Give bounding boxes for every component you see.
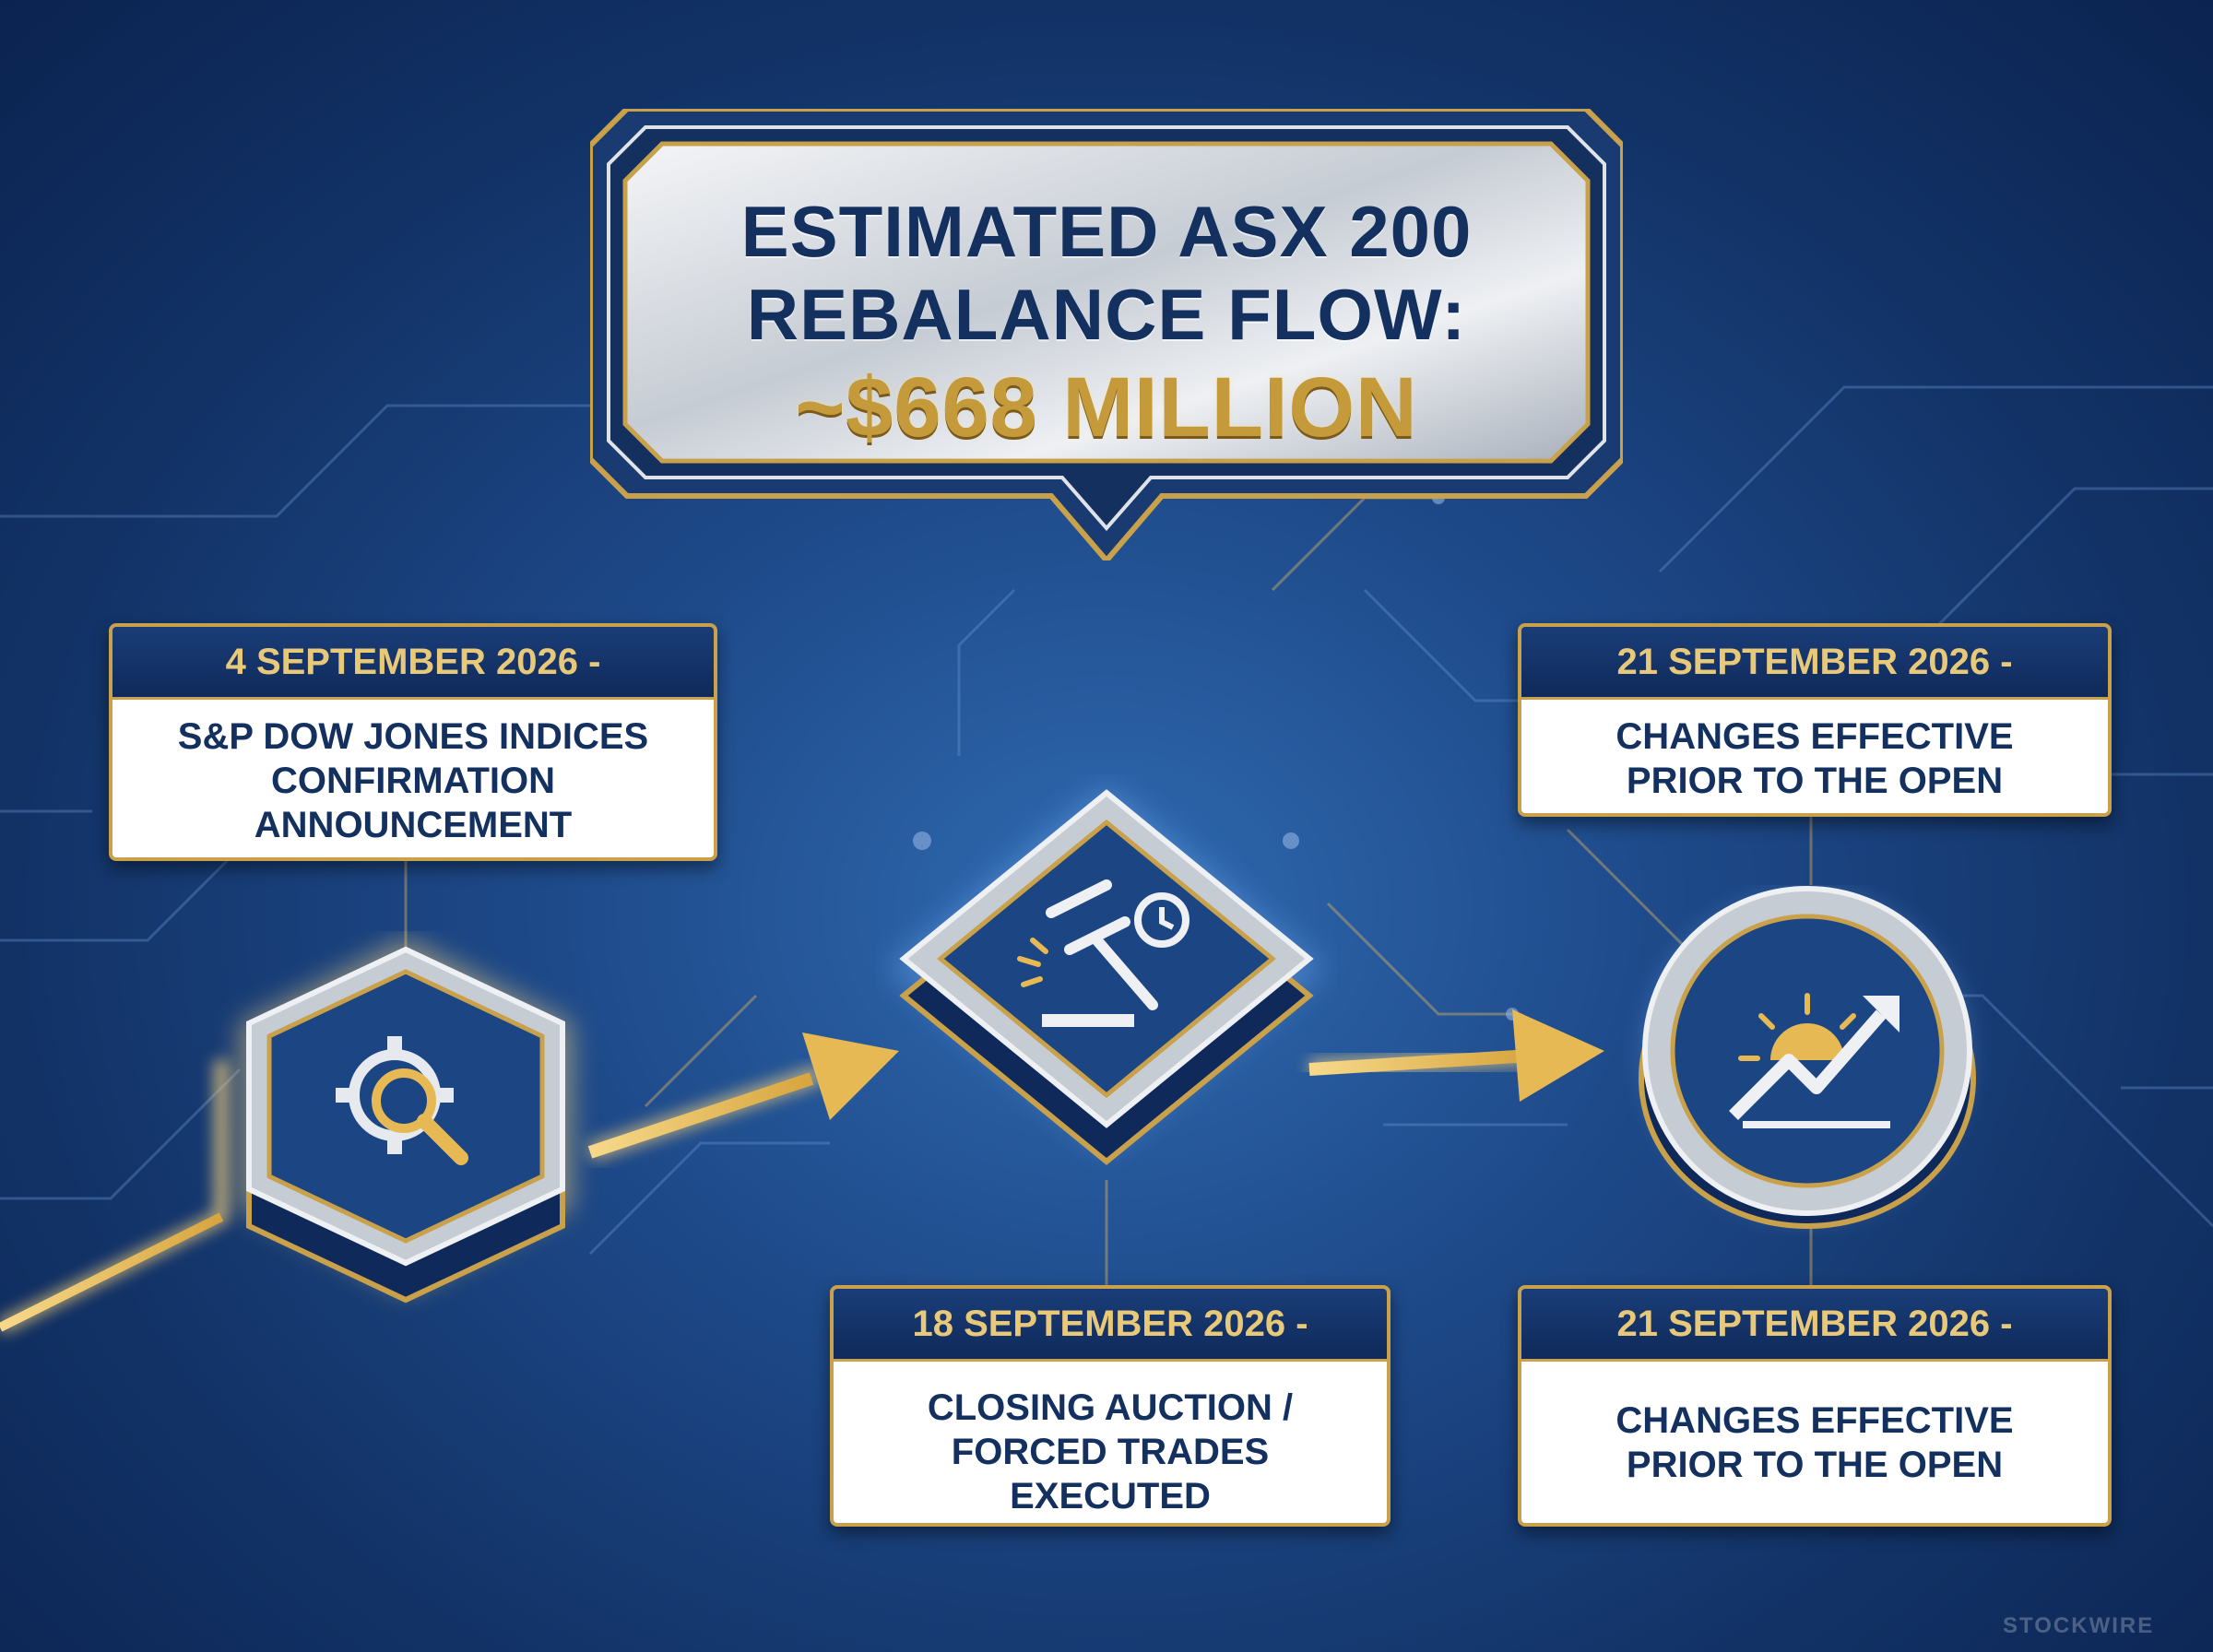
watermark: STOCKWIRE	[2003, 1613, 2155, 1638]
node-circle	[1623, 885, 1992, 1235]
event-date: 21 SEPTEMBER 2026 -	[1521, 1289, 2108, 1362]
node-hexagon	[194, 931, 618, 1318]
title-line-1: ESTIMATED ASX 200	[740, 191, 1473, 272]
event-description: CHANGES EFFECTIVE PRIOR TO THE OPEN	[1615, 1400, 2014, 1485]
event-description: CLOSING AUCTION / FORCED TRADES EXECUTED	[927, 1387, 1294, 1516]
event-description: S&P DOW JONES INDICES CONFIRMATION ANNOU…	[177, 716, 649, 845]
event-date: 4 SEPTEMBER 2026 -	[112, 627, 714, 700]
event-date: 18 SEPTEMBER 2026 -	[834, 1289, 1387, 1362]
event-card-effective-bottom: 21 SEPTEMBER 2026 - CHANGES EFFECTIVE PR…	[1518, 1285, 2112, 1527]
gavel-clock-icon	[1014, 876, 1199, 1056]
event-card-effective-top: 21 SEPTEMBER 2026 - CHANGES EFFECTIVE PR…	[1518, 623, 2112, 817]
title-line-2: REBALANCE FLOW:	[746, 274, 1467, 355]
event-description: CHANGES EFFECTIVE PRIOR TO THE OPEN	[1615, 716, 2014, 801]
title-banner: ESTIMATED ASX 200 REBALANCE FLOW: ~$668 …	[590, 109, 1623, 560]
title-amount: ~$668 MILLION	[795, 360, 1418, 454]
event-card-confirmation: 4 SEPTEMBER 2026 - S&P DOW JONES INDICES…	[109, 623, 717, 861]
flow-arrow-2-to-3	[1308, 1009, 1604, 1102]
event-date: 21 SEPTEMBER 2026 -	[1521, 627, 2108, 700]
sunrise-growth-arrow-icon	[1715, 959, 1909, 1148]
gear-magnifier-icon	[323, 1023, 489, 1194]
event-card-closing-auction: 18 SEPTEMBER 2026 - CLOSING AUCTION / FO…	[830, 1285, 1391, 1527]
flow-arrow-start	[0, 1060, 229, 1335]
flow-arrow-1-to-2	[586, 1032, 899, 1162]
node-diamond	[876, 774, 1337, 1180]
